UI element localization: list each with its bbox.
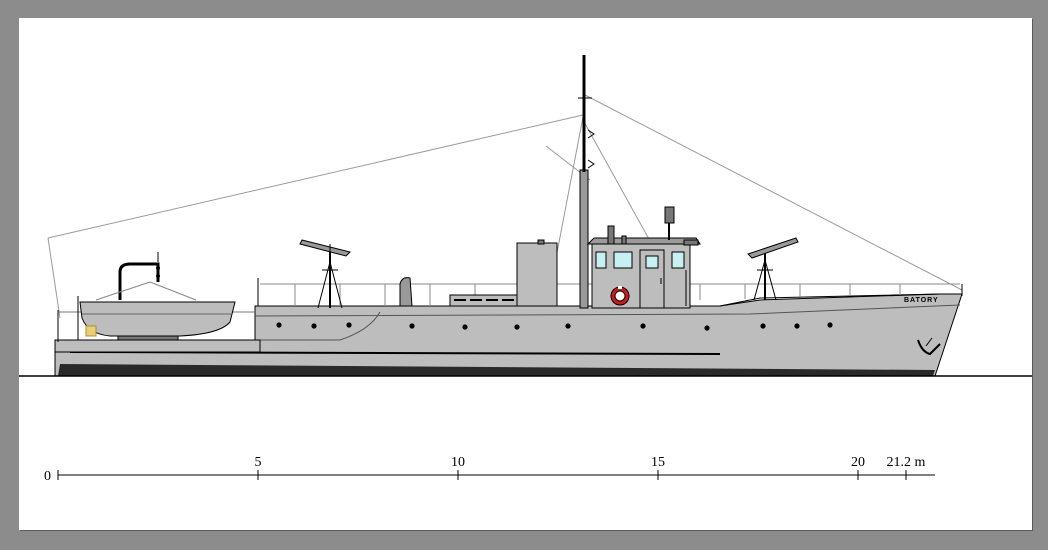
scale-tick-label: 0 xyxy=(44,469,51,484)
rigging xyxy=(47,94,963,319)
skylights xyxy=(449,294,519,307)
scale-tick-label: 20 xyxy=(851,455,865,470)
lifebuoy xyxy=(610,286,630,306)
scale-tick-label: 10 xyxy=(451,455,465,470)
scale-bar: 0 5 10 15 20 21.2 m xyxy=(44,455,935,484)
searchlight xyxy=(664,206,699,246)
scale-tick-label: 21.2 m xyxy=(887,455,926,470)
scale-tick-label: 5 xyxy=(255,455,262,470)
wheelhouse xyxy=(586,225,701,309)
aft-tripod xyxy=(299,239,351,309)
scale-ticks: 0 5 10 15 20 21.2 m xyxy=(44,455,926,484)
ships-boat xyxy=(77,252,236,341)
fore-tripod xyxy=(747,237,799,301)
scale-tick-label: 15 xyxy=(651,455,665,470)
portholes xyxy=(276,322,833,331)
hull xyxy=(54,293,963,377)
deckhouse-block xyxy=(516,239,558,307)
main-mast xyxy=(578,55,595,309)
ship-name-label: BATORY xyxy=(904,297,939,304)
ventilator xyxy=(399,277,413,307)
bow xyxy=(917,284,963,356)
